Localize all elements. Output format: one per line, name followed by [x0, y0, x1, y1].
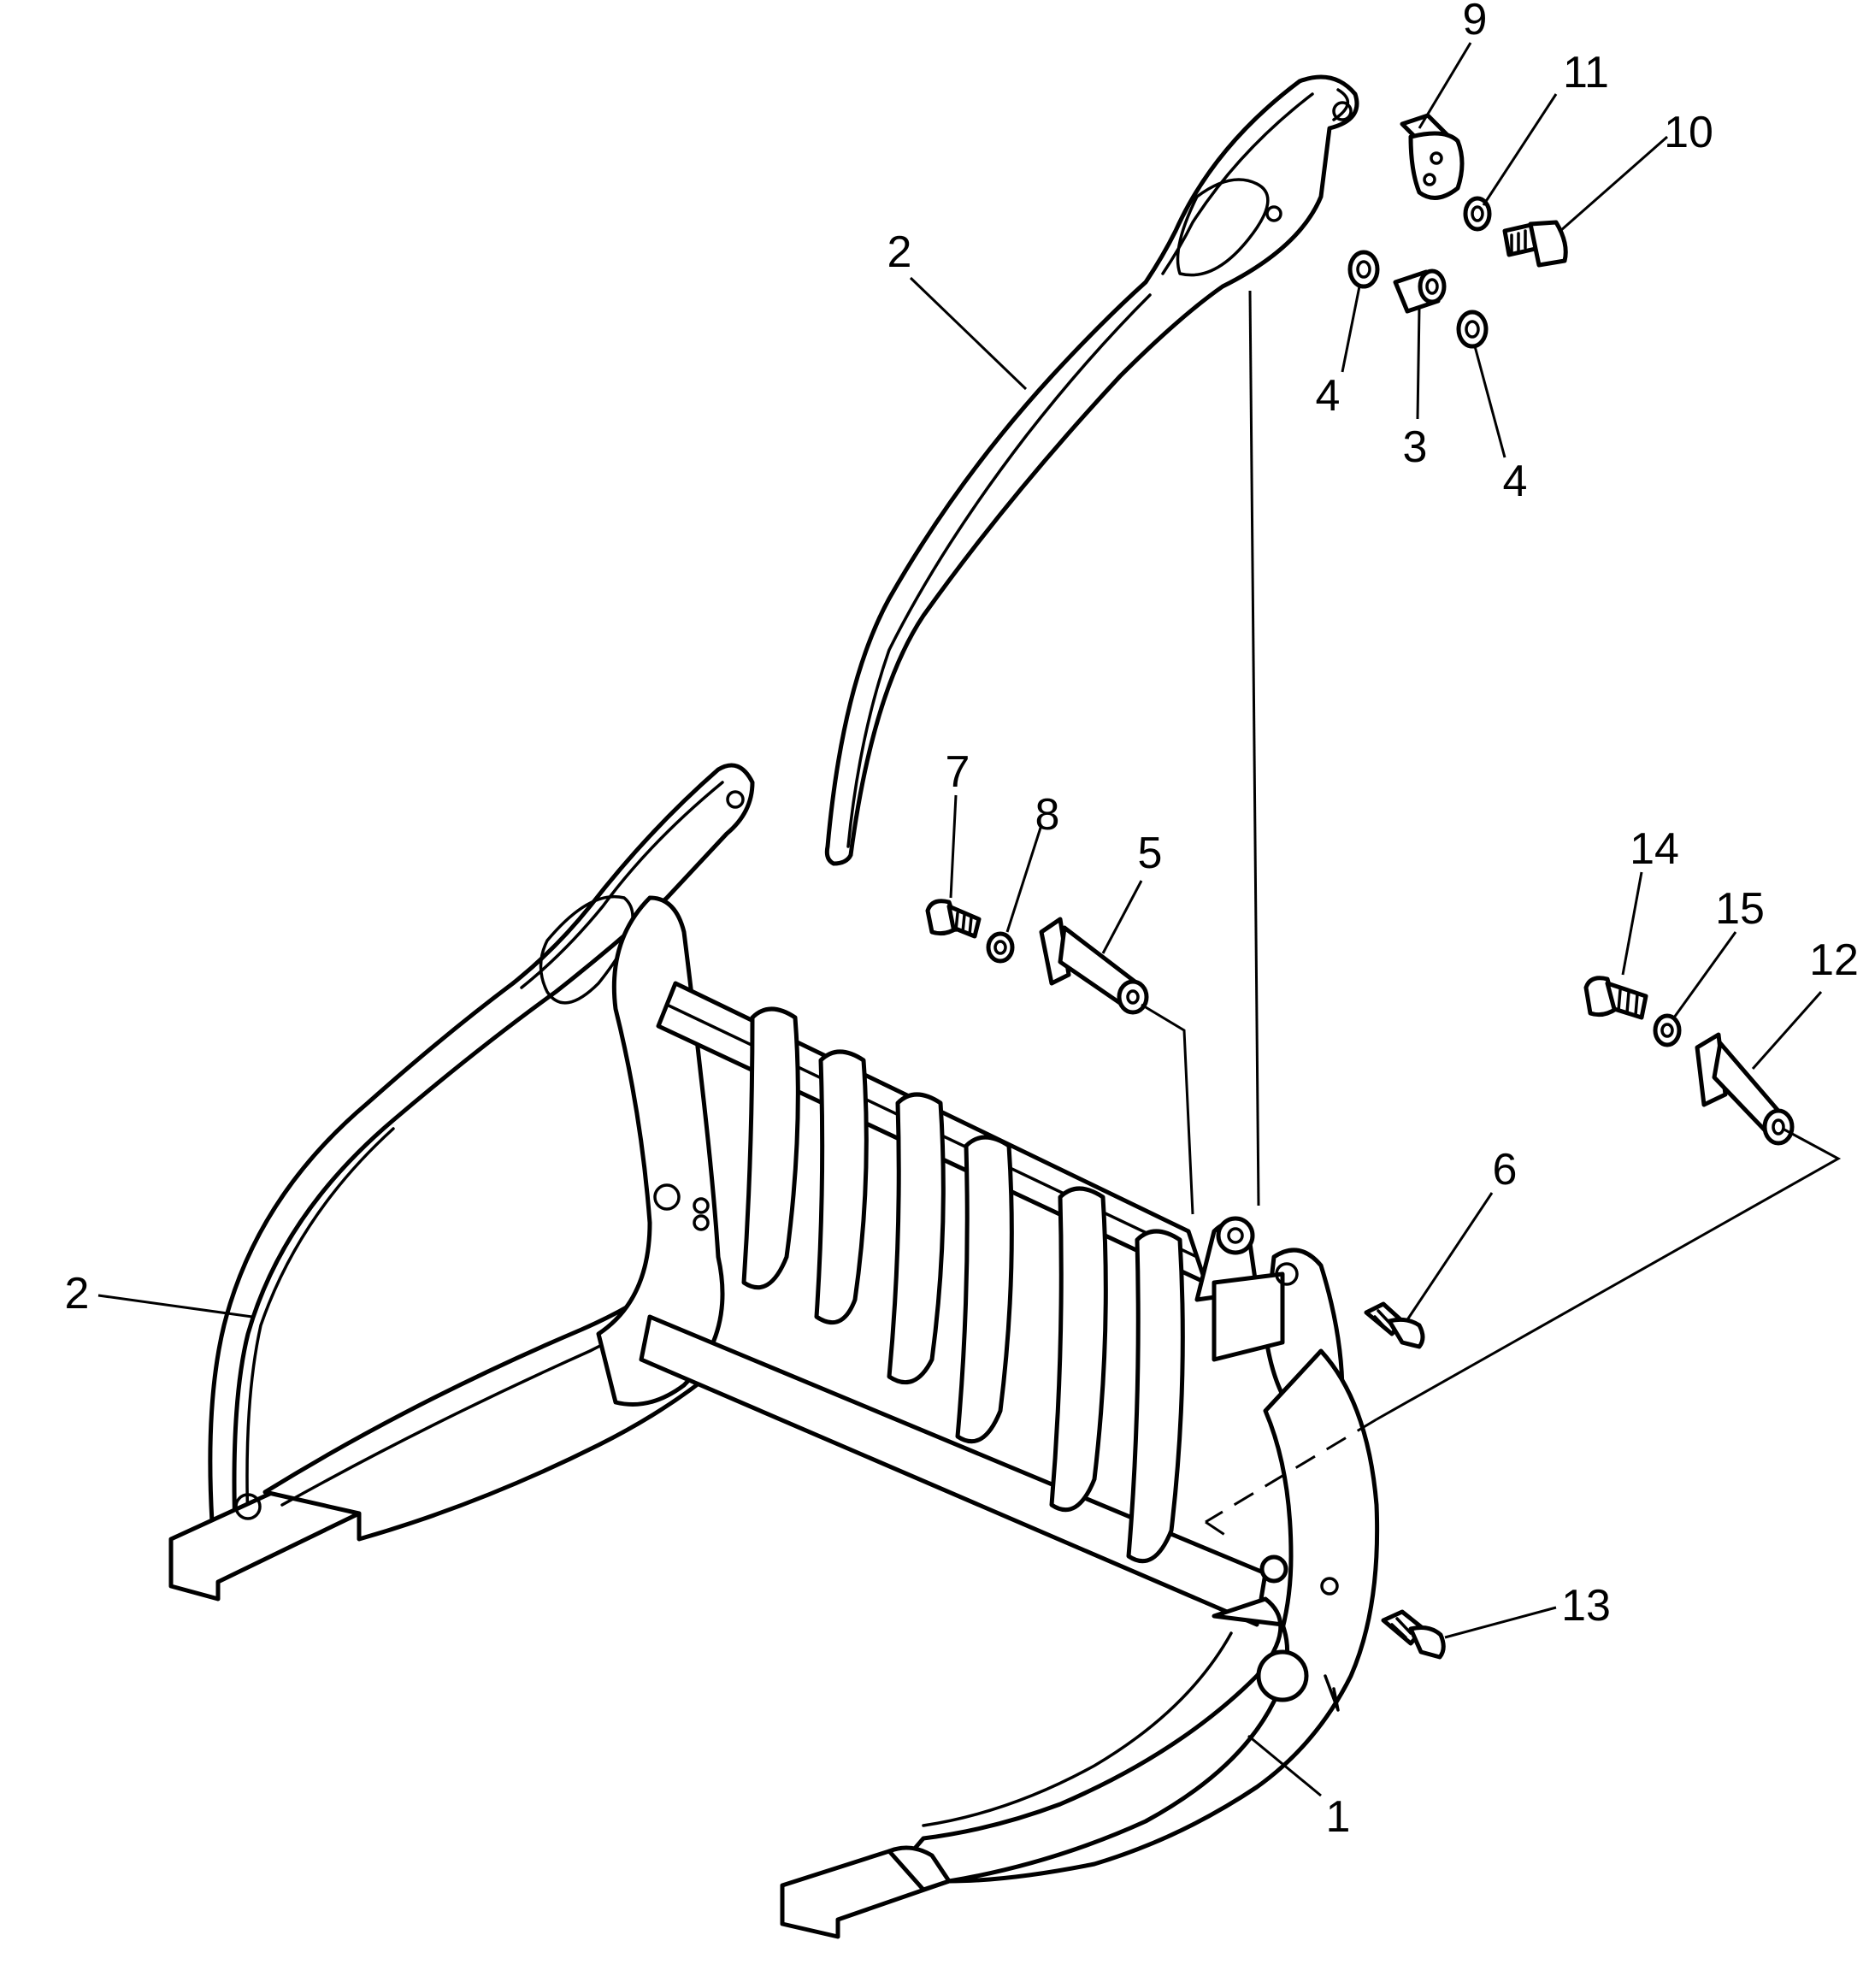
label-4-left: 4 [1316, 371, 1341, 421]
label-11: 11 [1563, 48, 1609, 97]
pin-part-5 [1039, 917, 1149, 1015]
bolt-part-7 [925, 899, 982, 939]
label-7: 7 [946, 747, 970, 797]
grease-fitting-part-13 [1381, 1609, 1446, 1660]
bolt-part-10 [1502, 220, 1568, 268]
label-2-upper: 2 [887, 227, 912, 277]
grease-fitting-part-6 [1364, 1301, 1425, 1349]
label-9: 9 [1463, 0, 1488, 44]
pin-part-9 [1400, 113, 1465, 200]
washer-part-11 [1463, 196, 1492, 232]
label-8: 8 [1035, 790, 1060, 840]
label-13: 13 [1561, 1581, 1611, 1631]
label-3: 3 [1403, 422, 1428, 472]
label-15: 15 [1715, 884, 1765, 934]
bolt-part-14 [1583, 976, 1648, 1020]
spacer-part-3 [1393, 268, 1447, 314]
label-5: 5 [1138, 829, 1163, 878]
right-tine [780, 1348, 1380, 1939]
label-10: 10 [1664, 108, 1713, 157]
label-1: 1 [1326, 1792, 1351, 1842]
washer-part-8 [986, 931, 1015, 964]
pin-part-12 [1695, 1032, 1795, 1146]
label-12: 12 [1809, 935, 1859, 985]
bushing-part-4-left [1347, 250, 1380, 289]
label-14: 14 [1630, 824, 1679, 874]
washer-part-15 [1653, 1013, 1682, 1047]
bushing-part-4-right [1456, 310, 1489, 349]
label-6: 6 [1493, 1145, 1518, 1195]
upper-grapple-arm [824, 74, 1359, 866]
label-2-lower: 2 [65, 1269, 90, 1318]
assembly-lines [1141, 290, 1842, 1541]
label-4-right: 4 [1503, 457, 1528, 506]
ring-plates [741, 1006, 1185, 1564]
part-labels: 9 11 10 2 4 3 4 7 8 5 14 15 12 6 2 13 1 [65, 0, 1859, 1842]
label-leaders [97, 42, 1823, 1797]
